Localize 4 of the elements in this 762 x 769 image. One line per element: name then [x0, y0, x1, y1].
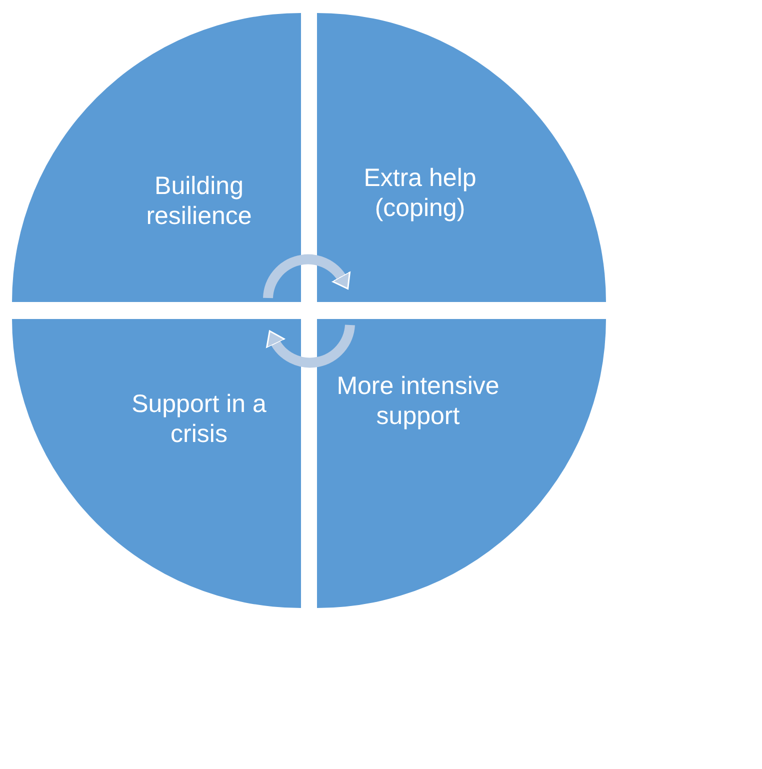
- segment-label: Support in a crisis: [130, 389, 268, 449]
- segment-label: Building resilience: [145, 171, 253, 231]
- segment-label: Extra help (coping): [362, 163, 478, 223]
- segment-label: More intensive support: [336, 371, 500, 431]
